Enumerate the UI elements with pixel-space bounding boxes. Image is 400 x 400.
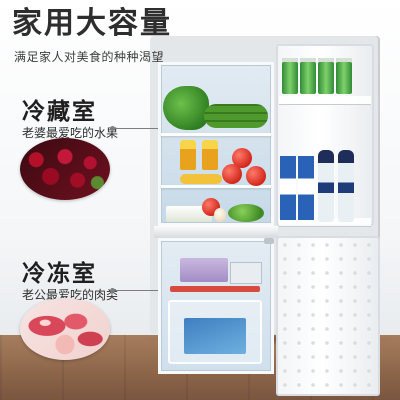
fridge-zone-title: 冷藏室 [22,99,97,125]
green-pepper [228,204,264,222]
cucumbers [204,104,268,128]
fruit-photo [20,138,110,200]
tofu-block [166,206,212,222]
door-hinge [264,238,274,244]
drink-can [282,58,298,94]
tomato [246,166,266,186]
freezer-zone-title: 冷冻室 [22,261,97,287]
fridge-shelf [161,133,271,136]
juice-bottle [202,140,218,170]
frozen-food-box [230,262,262,284]
freezer-connector-dot [110,288,115,293]
fridge-connector-line [112,128,158,129]
milk-bottle [338,150,354,222]
fridge-zone-caption: 老婆最爱吃的水果 [22,126,119,140]
lemons [180,174,222,184]
egg [214,208,226,222]
door-rack [279,218,371,227]
freezer-connector-line [112,290,158,291]
drink-can [336,58,352,94]
tomato [222,164,242,184]
milk-bottle [318,150,334,222]
frozen-food-box [180,258,228,282]
fridge-shelf [161,185,271,188]
freezer-door [276,236,380,396]
leafy-greens [163,86,209,130]
drink-can [318,58,334,94]
milk-carton [280,156,296,220]
freezer-zone-caption: 老公最爱吃的肉类 [22,288,119,302]
headline: 家用大容量 [12,6,172,41]
door-rack [279,96,371,105]
subheadline: 满足家人对美食的种种渴望 [14,50,165,64]
frozen-food-pack [184,318,246,354]
meat-photo [20,298,110,360]
juice-bottle [180,140,196,170]
drink-can [300,58,316,94]
fridge-connector-dot [110,126,115,131]
freezer-drawer-strip [170,286,260,292]
tomato [232,148,252,168]
milk-carton [298,156,314,220]
compartment-divider [154,226,278,238]
